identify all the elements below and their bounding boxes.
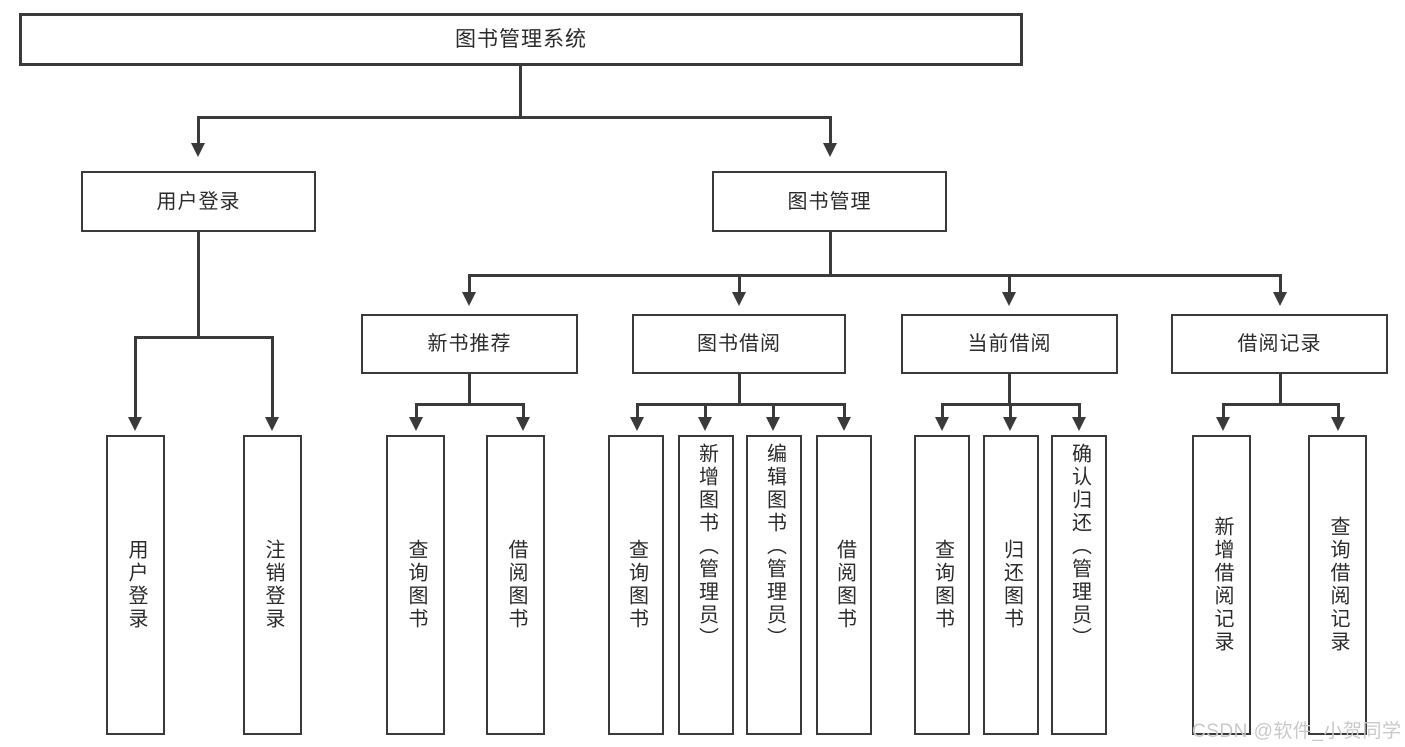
leaf-borrow-book[interactable]: 借阅图书	[816, 435, 872, 735]
arrow-newbook-1	[516, 417, 530, 431]
connector-tier2-drop-3	[1279, 274, 1282, 294]
node-root[interactable]: 图书管理系统	[19, 13, 1023, 66]
node-book-borrow[interactable]: 图书借阅	[632, 314, 846, 374]
csdn-watermark: CSDN @软件_小贺同学	[1192, 721, 1402, 742]
connector-bookborrow-stem	[738, 374, 741, 405]
leaf-query-book-current[interactable]: 查询图书	[914, 435, 970, 735]
arrow-tier1-1	[823, 143, 837, 157]
connector-newbook-drop-1	[522, 403, 525, 419]
connector-tier2-drop-2	[1008, 274, 1011, 294]
node-book-management[interactable]: 图书管理	[712, 171, 947, 232]
node-user-login[interactable]: 用户登录	[81, 171, 316, 232]
connector-bookborrow-drop-0	[636, 403, 639, 419]
connector-currentborrow-drop-2	[1078, 403, 1081, 419]
node-label: 归还图书	[1000, 539, 1023, 631]
node-label: 查询图书	[625, 539, 648, 631]
node-label: 用户登录	[156, 190, 241, 213]
node-label: 借阅图书	[833, 539, 856, 631]
node-label: 确认归还（管理员）	[1068, 443, 1091, 650]
connector-bookborrow-drop-1	[704, 403, 707, 419]
connector-currentborrow-drop-1	[1009, 403, 1012, 419]
leaf-user-login[interactable]: 用户登录	[106, 435, 165, 735]
connector-tier2-drop-1	[738, 274, 741, 294]
connector-tier2-bar	[468, 274, 1282, 277]
leaf-confirm-return-admin[interactable]: 确认归还（管理员）	[1051, 435, 1107, 735]
connector-userlogin-drop-1	[271, 336, 274, 419]
node-label: 查询图书	[405, 539, 427, 631]
connector-newbook-bar	[415, 403, 525, 406]
node-label: 新书推荐	[427, 333, 512, 355]
leaf-borrow-book-recommend[interactable]: 借阅图书	[486, 435, 545, 735]
arrow-userlogin-0	[128, 417, 142, 431]
connector-tier1-drop-0	[197, 116, 200, 145]
node-current-borrow[interactable]: 当前借阅	[901, 314, 1118, 374]
leaf-query-book-recommend[interactable]: 查询图书	[386, 435, 445, 735]
connector-borrowrecord-stem	[1279, 374, 1282, 405]
node-label: 新增图书（管理员）	[695, 443, 718, 650]
connector-bookborrow-drop-2	[772, 403, 775, 419]
connector-bookmgmt-stem	[829, 232, 832, 276]
node-label: 图书管理	[787, 190, 872, 213]
connector-newbook-drop-0	[415, 403, 418, 419]
connector-currentborrow-drop-0	[941, 403, 944, 419]
arrow-tier2-0	[462, 292, 476, 306]
node-label: 借阅记录	[1237, 333, 1322, 355]
connector-newbook-stem	[468, 374, 471, 405]
node-borrow-record[interactable]: 借阅记录	[1171, 314, 1388, 374]
arrow-newbook-0	[409, 417, 423, 431]
arrow-tier1-0	[191, 143, 205, 157]
connector-borrowrecord-drop-0	[1222, 403, 1225, 419]
node-label: 当前借阅	[967, 333, 1052, 355]
arrow-borrowrecord-0	[1216, 417, 1230, 431]
node-label: 注销登录	[262, 539, 284, 631]
node-label: 图书借阅	[697, 333, 781, 355]
connector-bookborrow-bar	[636, 403, 846, 406]
connector-tier2-drop-0	[468, 274, 471, 294]
arrow-borrowrecord-1	[1331, 417, 1345, 431]
arrow-tier2-1	[732, 292, 746, 306]
arrow-userlogin-1	[265, 417, 279, 431]
node-new-book-recommend[interactable]: 新书推荐	[361, 314, 578, 374]
node-label: 查询图书	[931, 539, 954, 631]
connector-userlogin-drop-0	[134, 336, 137, 419]
arrow-bookborrow-3	[837, 417, 851, 431]
connector-root-stem	[519, 66, 522, 117]
connector-tier1-drop-1	[829, 116, 832, 145]
arrow-tier2-3	[1273, 292, 1287, 306]
connector-borrowrecord-bar	[1222, 403, 1340, 406]
leaf-query-book-borrow[interactable]: 查询图书	[608, 435, 664, 735]
arrow-currentborrow-2	[1072, 417, 1086, 431]
connector-bookborrow-drop-3	[843, 403, 846, 419]
leaf-return-book[interactable]: 归还图书	[983, 435, 1039, 735]
arrow-tier2-2	[1002, 292, 1016, 306]
arrow-bookborrow-2	[766, 417, 780, 431]
leaf-edit-book-admin[interactable]: 编辑图书（管理员）	[746, 435, 802, 735]
arrow-bookborrow-1	[698, 417, 712, 431]
leaf-query-borrow-record[interactable]: 查询借阅记录	[1308, 435, 1367, 735]
connector-userlogin-bar	[134, 336, 274, 339]
leaf-add-borrow-record[interactable]: 新增借阅记录	[1192, 435, 1251, 735]
node-label: 用户登录	[125, 539, 147, 631]
connector-borrowrecord-drop-1	[1337, 403, 1340, 419]
arrow-currentborrow-0	[935, 417, 949, 431]
connector-userlogin-stem	[197, 232, 200, 338]
connector-tier1-bar	[197, 116, 832, 119]
connector-currentborrow-stem	[1008, 374, 1011, 405]
node-label: 编辑图书（管理员）	[763, 443, 786, 650]
node-label: 查询借阅记录	[1327, 516, 1349, 654]
node-label: 借阅图书	[505, 539, 527, 631]
arrow-bookborrow-0	[630, 417, 644, 431]
arrow-currentborrow-1	[1003, 417, 1017, 431]
leaf-logout[interactable]: 注销登录	[243, 435, 302, 735]
node-label: 新增借阅记录	[1211, 516, 1233, 654]
leaf-add-book-admin[interactable]: 新增图书（管理员）	[678, 435, 734, 735]
node-label: 图书管理系统	[455, 27, 587, 51]
